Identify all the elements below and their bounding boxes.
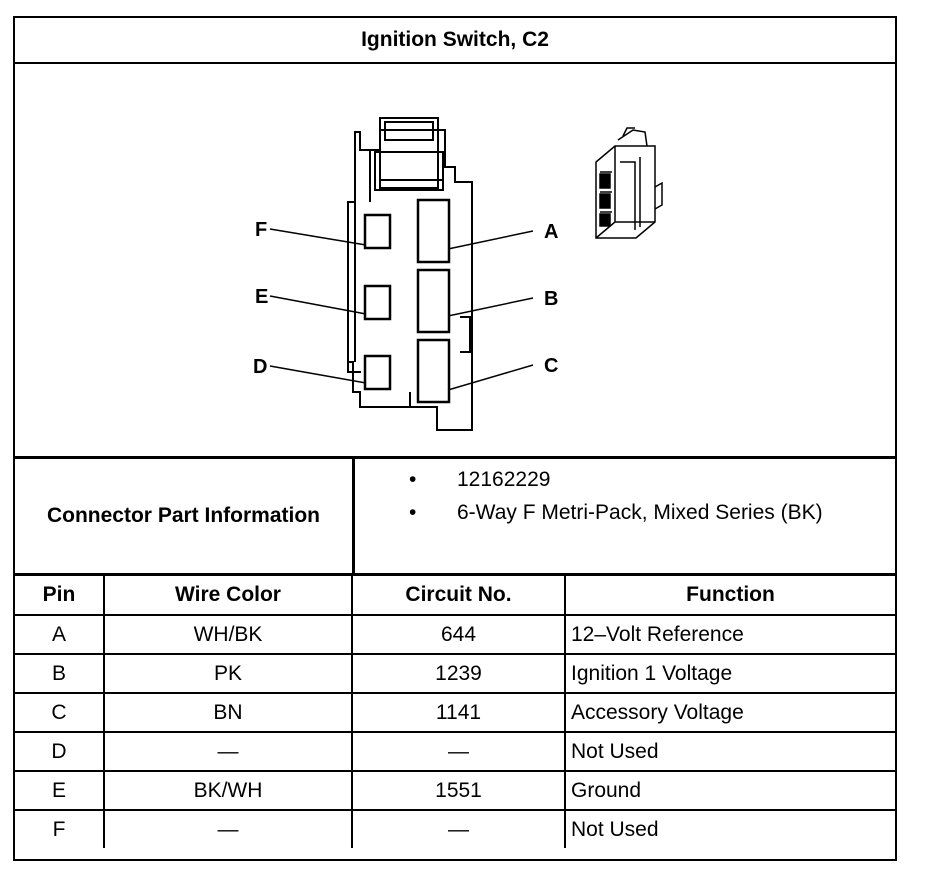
pin-label-C: C <box>544 355 558 377</box>
cell-pin: E <box>15 770 105 811</box>
connector-iso-thumbnail <box>595 127 663 239</box>
cell-circuit-no: 1141 <box>351 692 566 733</box>
cavity-B <box>416 268 451 334</box>
pin-label-E: E <box>255 286 268 308</box>
table-row: C BN 1141 Accessory Voltage <box>15 692 895 733</box>
cell-circuit-no: 1551 <box>351 770 566 811</box>
cell-pin: F <box>15 809 105 848</box>
sheet-title: Ignition Switch, C2 <box>15 18 895 64</box>
pin-label-A: A <box>544 221 558 243</box>
cell-wire-color: BK/WH <box>103 770 353 811</box>
table-row: B PK 1239 Ignition 1 Voltage <box>15 653 895 694</box>
cell-function: 12–Volt Reference <box>564 614 895 655</box>
part-info-item: • 6-Way F Metri-Pack, Mixed Series (BK) <box>375 496 823 529</box>
header-pin: Pin <box>15 576 105 616</box>
cell-circuit-no: 644 <box>351 614 566 655</box>
cell-function: Ignition 1 Voltage <box>564 653 895 694</box>
cell-circuit-no: 1239 <box>351 653 566 694</box>
cell-function: Not Used <box>564 731 895 772</box>
cell-wire-color: — <box>103 809 353 848</box>
part-description: 6-Way F Metri-Pack, Mixed Series (BK) <box>457 501 823 524</box>
header-wire-color: Wire Color <box>103 576 353 616</box>
part-info-item: • 12162229 <box>375 463 823 496</box>
latch-inner <box>374 151 444 191</box>
cell-function: Accessory Voltage <box>564 692 895 733</box>
connector-diagram: F E D A B C <box>15 62 895 459</box>
cell-circuit-no: — <box>351 731 566 772</box>
cell-pin: A <box>15 614 105 655</box>
table-row: F — — Not Used <box>15 809 895 848</box>
connector-body-outline <box>347 129 473 431</box>
cavity-E <box>363 284 392 321</box>
cavity-F <box>363 213 392 250</box>
cell-pin: B <box>15 653 105 694</box>
bullet-icon: • <box>409 468 417 491</box>
cavity-A <box>416 198 451 264</box>
pin-label-F: F <box>255 219 267 241</box>
table-row: E BK/WH 1551 Ground <box>15 770 895 811</box>
header-function: Function <box>564 576 895 616</box>
cell-wire-color: WH/BK <box>103 614 353 655</box>
cavity-C <box>416 338 451 404</box>
cell-pin: D <box>15 731 105 772</box>
header-circuit-no: Circuit No. <box>351 576 566 616</box>
cell-wire-color: PK <box>103 653 353 694</box>
pinout-table: Pin Wire Color Circuit No. Function A WH… <box>15 576 895 848</box>
table-row: D — — Not Used <box>15 731 895 772</box>
table-row: A WH/BK 644 12–Volt Reference <box>15 614 895 655</box>
cavity-D <box>363 354 392 391</box>
table-header-row: Pin Wire Color Circuit No. Function <box>15 576 895 616</box>
connector-part-info: Connector Part Information • 12162229 • … <box>15 459 895 576</box>
cell-wire-color: — <box>103 731 353 772</box>
part-info-label: Connector Part Information <box>15 459 355 573</box>
cell-function: Ground <box>564 770 895 811</box>
pin-label-B: B <box>544 288 558 310</box>
latch-top <box>384 121 434 141</box>
bullet-icon: • <box>409 501 417 524</box>
cell-circuit-no: — <box>351 809 566 848</box>
part-number: 12162229 <box>457 468 551 491</box>
part-info-list: • 12162229 • 6-Way F Metri-Pack, Mixed S… <box>375 459 823 529</box>
connector-sheet: Ignition Switch, C2 <box>13 16 897 861</box>
cell-wire-color: BN <box>103 692 353 733</box>
cell-function: Not Used <box>564 809 895 848</box>
connector-face-drawing: F E D A B C <box>253 117 663 431</box>
cell-pin: C <box>15 692 105 733</box>
pin-label-D: D <box>253 356 267 378</box>
